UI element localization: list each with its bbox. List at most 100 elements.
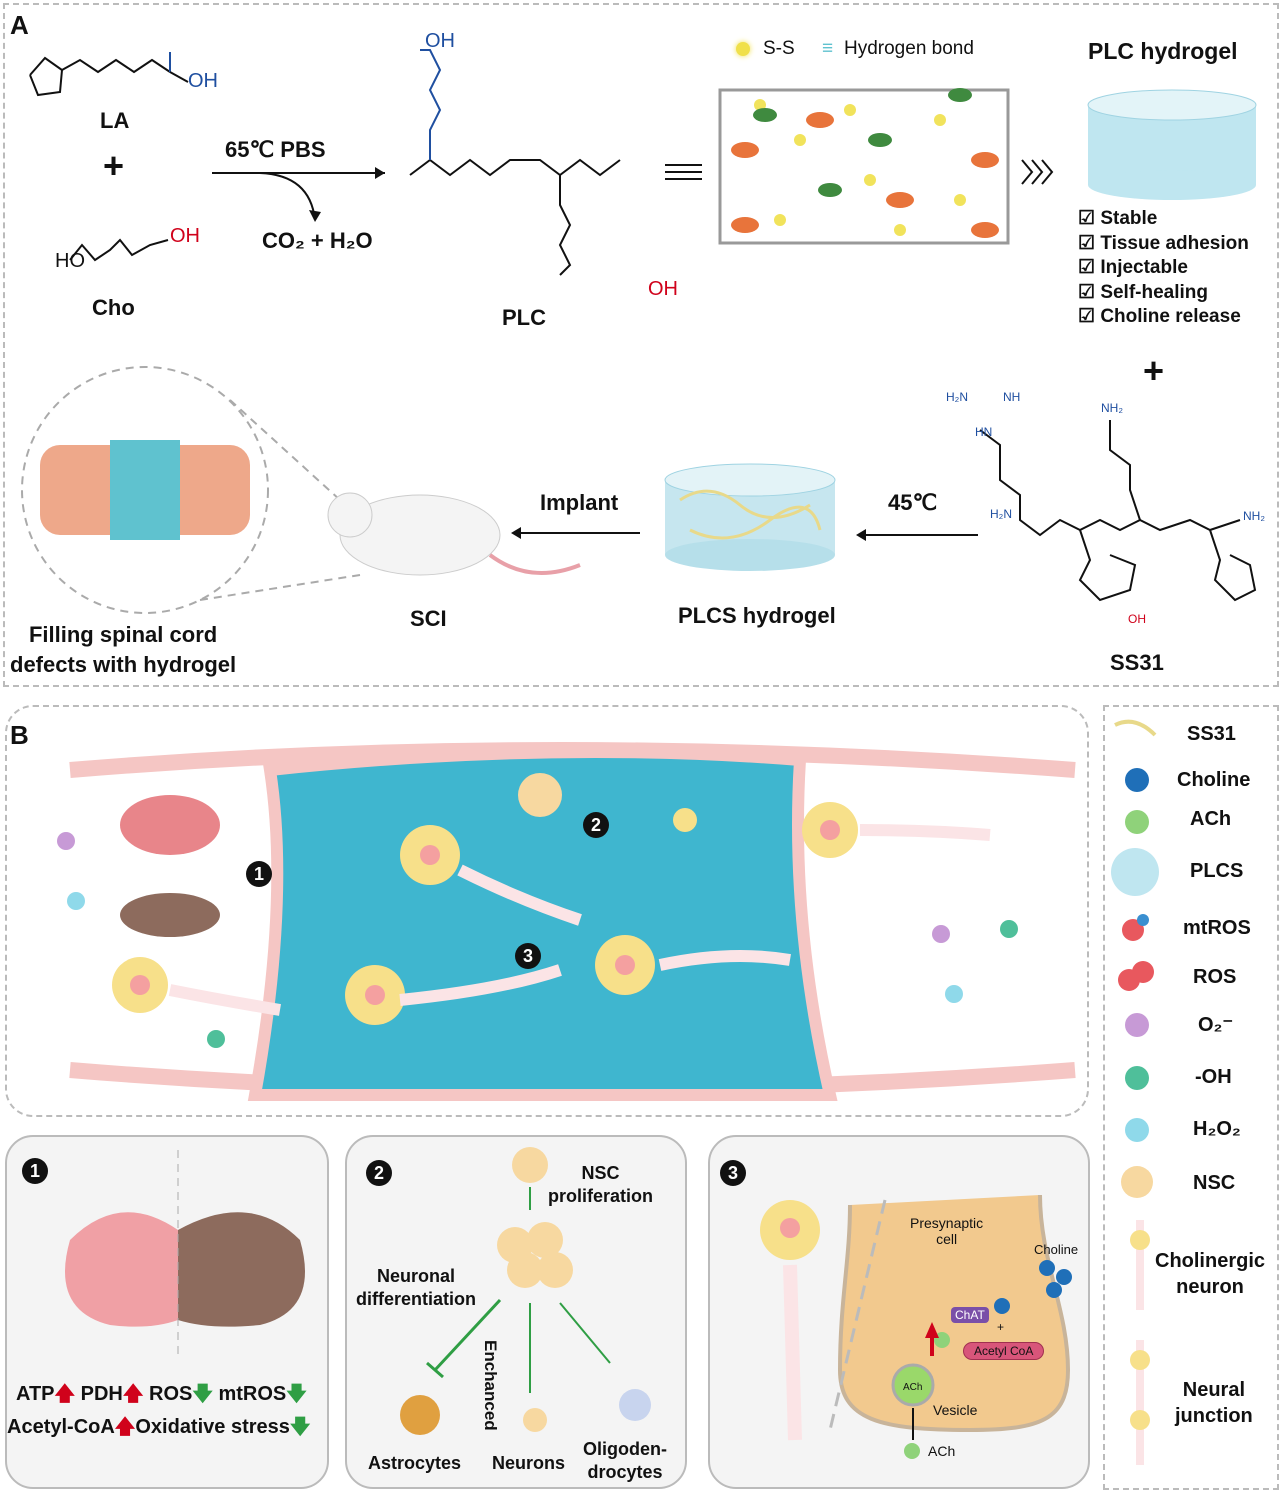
property-text: Self-healing (1100, 281, 1208, 303)
nsc-icon (1121, 1166, 1153, 1198)
oh-particle (1000, 920, 1018, 938)
acetyl-coa-label: Acetyl CoA (963, 1342, 1045, 1360)
legend-h2o2: H₂O₂ (1193, 1118, 1241, 1140)
legend-ss31: SS31 (1187, 723, 1236, 745)
property-text: Choline release (1100, 306, 1241, 327)
mtros-text: mtROS (218, 1383, 287, 1405)
ros-text: ROS (149, 1383, 193, 1405)
choline-icon (1125, 768, 1149, 792)
filling-caption: Filling spinal cord defects with hydroge… (10, 622, 237, 677)
plus-sign: + (103, 145, 125, 186)
legend-o2: O₂⁻ (1198, 1014, 1233, 1036)
up-arrow-icon: 🡅 (122, 1383, 144, 1405)
oh-particle (207, 1030, 225, 1048)
legend-nsc: NSC (1193, 1172, 1236, 1194)
property-text: Stable (1100, 208, 1158, 229)
differentiation-diagram (400, 1147, 651, 1435)
synapse-diagram (760, 1194, 1072, 1459)
legend-choline: Choline (1177, 769, 1251, 791)
enhanced-label: Enchanced (481, 1340, 500, 1431)
property-list: ☑ Stable ☑ Tissue adhesion ☑ Injectable … (1078, 207, 1249, 330)
ss31-oh: OH (1128, 612, 1146, 626)
plus-sign-2: + (1143, 350, 1165, 391)
up-arrow-icon: 🡅 (114, 1416, 136, 1438)
plc-label: PLC (502, 305, 546, 330)
legend-mtros: mtROS (1183, 917, 1251, 939)
panel-b-label: B (10, 720, 29, 750)
step-1-badge: 1 (246, 861, 272, 887)
atp-text: ATP (16, 1383, 55, 1405)
chem-oh-plc2: OH (648, 278, 678, 300)
vesicle-label: Vesicle (933, 1402, 978, 1418)
property-item: ☑ Injectable (1078, 257, 1188, 278)
property-item: ☑ Tissue adhesion (1078, 232, 1249, 254)
oligodendrocytes-label: Oligoden- drocytes (583, 1439, 667, 1482)
legend-ros: ROS (1193, 966, 1237, 988)
down-arrow-icon: 🡇 (286, 1383, 307, 1405)
h2o2-particle (67, 892, 85, 910)
legend-ach: ACh (1190, 808, 1232, 830)
legend-hbond: Hydrogen bond (844, 38, 974, 59)
step-3-badge: 3 (515, 943, 541, 969)
ss31-h2n-guanidine: H₂N (946, 390, 968, 404)
ss31-label: SS31 (1110, 650, 1164, 675)
property-item: ☑ Self-healing (1078, 281, 1208, 303)
box-2-badge: 2 (366, 1160, 392, 1186)
hydrogen-bond-icon: ≡ (822, 38, 834, 59)
spinal-cord-scene (69, 742, 1076, 1101)
oh-icon (1125, 1066, 1149, 1090)
sci-label: SCI (410, 606, 447, 631)
legend-cholinergic-neuron: Cholinergic neuron (1155, 1250, 1266, 1298)
mtros-icon (1122, 919, 1144, 941)
neurons-label: Neurons (492, 1453, 566, 1473)
plcs-label: PLCS hydrogel (678, 603, 836, 628)
o2-particle (932, 925, 950, 943)
byproduct: CO₂ + H₂O (262, 228, 373, 253)
damaged-mitochondrion (120, 795, 220, 855)
nsc-proliferation-label: NSC proliferation (548, 1163, 654, 1206)
ss31-nh2-amide: NH₂ (1243, 509, 1265, 523)
panel-a-label: A (10, 10, 29, 40)
presynaptic-label: Presynaptic cell (910, 1215, 984, 1247)
released-ach-label: ACh (928, 1443, 956, 1459)
down-arrow-icon: 🡇 (289, 1416, 311, 1438)
cho-label: Cho (92, 295, 135, 320)
ss31-icon (1114, 719, 1157, 737)
plcs-icon (1111, 848, 1159, 896)
oxidative-stress-text: Oxidative stress (135, 1416, 290, 1438)
plc-structure (409, 158, 621, 177)
property-item: ☑ Stable (1078, 208, 1158, 229)
healthy-mitochondrion (120, 893, 220, 937)
box-3-badge: 3 (720, 1160, 746, 1186)
la-label: LA (100, 108, 130, 133)
panel-a-frame (3, 3, 1279, 687)
property-text: Injectable (1100, 257, 1188, 278)
ach-icon (1125, 810, 1149, 834)
chat-enzyme: ChAT (951, 1307, 989, 1323)
la-structure (29, 56, 64, 97)
ss31-h2n-terminal: H₂N (990, 507, 1012, 521)
up-arrow-icon: 🡅 (54, 1383, 76, 1405)
cho-structure (69, 238, 169, 262)
mitochondrion-comparison (65, 1150, 305, 1360)
plus-label: + (997, 1320, 1005, 1334)
legend-neural-junction: Neural junction (1175, 1379, 1253, 1427)
astrocytes-label: Astrocytes (368, 1453, 462, 1473)
temperature-label: 45℃ (888, 490, 938, 515)
box-2-differentiation (345, 1135, 687, 1489)
ss31-nh2-lysine: NH₂ (1101, 401, 1123, 415)
plc-hydrogel-title: PLC hydrogel (1088, 38, 1238, 64)
ss-bond-icon (736, 42, 750, 56)
legend-oh: -OH (1195, 1066, 1232, 1088)
o2-icon (1125, 1013, 1149, 1037)
chem-oh: OH (188, 70, 218, 92)
pdh-text: PDH (80, 1383, 123, 1405)
ss31-nh-guanidine: NH (1003, 390, 1021, 404)
implant-label: Implant (540, 490, 619, 515)
chemistry-drawings (21, 49, 1257, 614)
ss31-hn: HN (975, 425, 993, 439)
legend-icons (1111, 719, 1159, 1465)
down-arrow-icon: 🡇 (192, 1383, 213, 1405)
box-1-line-1: ATP🡅 PDH🡅 ROS🡇 mtROS🡇 (16, 1379, 307, 1413)
